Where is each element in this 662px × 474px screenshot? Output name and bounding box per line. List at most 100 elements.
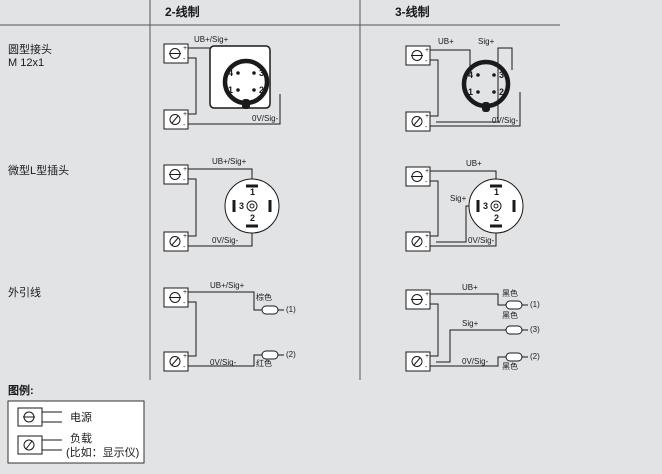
pin-4-label: 4: [228, 68, 234, 78]
pin-2-label: 2: [499, 87, 505, 97]
wire-end-1: [261, 305, 284, 315]
label-0v-sig: 0V/Sig-: [468, 236, 495, 245]
wire-end-2: [505, 352, 528, 362]
legend-load-icon: [17, 435, 62, 455]
power-source-icon: [405, 45, 431, 66]
label-ub-sig: UB+/Sig+: [194, 35, 229, 44]
pin-2-label: 2: [494, 213, 500, 223]
load-display-icon: [163, 351, 189, 372]
label-minus: -: [183, 300, 186, 307]
pin-3-label: 3: [239, 201, 245, 211]
label-minus: -: [183, 244, 186, 251]
m12-connector-ring: [461, 59, 511, 109]
wire-color-brown: 棕色: [256, 293, 272, 302]
legend-power-label: 电源: [70, 412, 92, 424]
power-source-icon: [163, 164, 189, 185]
label-plus: +: [425, 47, 430, 54]
label-minus: -: [183, 364, 186, 371]
pin-1-label: 1: [228, 85, 234, 95]
label-plus: +: [183, 111, 188, 118]
row-label-m12: M 12x1: [8, 57, 45, 69]
cable-3wire: [405, 289, 528, 372]
pin-1-label: 1: [250, 187, 256, 197]
wire-number-1: (1): [286, 305, 296, 314]
label-0v-sig: 0V/Sig-: [492, 116, 519, 125]
wire-color-black: 黑色: [502, 311, 518, 320]
load-display-icon: [405, 111, 431, 132]
pin-4-label: 4: [468, 70, 474, 80]
micro-l-2wire: [163, 164, 280, 252]
legend-title: 图例:: [8, 385, 34, 397]
pin-3-label: 3: [259, 68, 265, 78]
wire-number-2: (2): [530, 352, 540, 361]
label-plus: +: [183, 45, 188, 52]
cable-2wire: [163, 287, 284, 372]
label-0v-sig: 0V/Sig-: [252, 114, 279, 123]
power-source-icon: [405, 166, 431, 187]
connector-key: [242, 99, 250, 109]
row-label-round-connector: 圆型接头: [8, 44, 52, 56]
round-3wire: [405, 45, 521, 132]
label-plus: +: [425, 168, 430, 175]
micro-connector-face: [224, 178, 280, 234]
header-2-wire: 2-线制: [165, 5, 200, 19]
wire-number-2: (2): [286, 350, 296, 359]
label-minus: -: [183, 56, 186, 63]
header-3-wire: 3-线制: [395, 5, 430, 19]
wire-number-1: (1): [530, 300, 540, 309]
label-sig: Sig+: [462, 319, 479, 328]
label-plus: +: [425, 291, 430, 298]
label-plus: +: [425, 353, 430, 360]
label-minus: -: [425, 124, 428, 131]
label-sig: Sig+: [478, 37, 495, 46]
pin-3-label: 3: [499, 70, 505, 80]
label-ub: UB+: [438, 37, 454, 46]
label-0v-sig: 0V/Sig-: [462, 357, 489, 366]
micro-l-3wire: [405, 166, 524, 252]
label-minus: -: [425, 58, 428, 65]
wires: [430, 293, 506, 367]
label-ub: UB+: [466, 159, 482, 168]
label-0v-sig: 0V/Sig-: [210, 358, 237, 367]
label-minus: -: [425, 244, 428, 251]
connector-key: [482, 102, 490, 112]
wire-number-3: (3): [530, 325, 540, 334]
wires: [188, 291, 262, 367]
legend-power-icon: [17, 407, 62, 427]
pin-1-label: 1: [468, 87, 474, 97]
row-label-micro-l-connector: 微型L型插头: [8, 165, 70, 177]
label-sig: Sig+: [450, 194, 467, 203]
pin-3-label: 3: [483, 201, 489, 211]
legend-load-note: (比如：显示仪): [66, 447, 140, 459]
legend-graphics: [7, 400, 145, 464]
wire-end-1: [505, 300, 528, 310]
pin-2-label: 2: [259, 85, 265, 95]
power-source-icon: [163, 287, 189, 308]
label-ub-sig: UB+/Sig+: [210, 281, 245, 290]
load-display-icon: [163, 109, 189, 130]
legend-load-label: 负载: [70, 433, 92, 445]
label-ub: UB+: [462, 283, 478, 292]
label-plus: +: [183, 166, 188, 173]
label-plus: +: [183, 289, 188, 296]
power-source-icon: [405, 289, 431, 310]
label-ub-sig: UB+/Sig+: [212, 157, 247, 166]
label-minus: -: [425, 302, 428, 309]
label-plus: +: [425, 233, 430, 240]
pin-2-label: 2: [250, 213, 256, 223]
load-display-icon: [163, 231, 189, 252]
load-display-icon: [405, 231, 431, 252]
wire-end-3: [505, 325, 528, 335]
label-minus: -: [425, 179, 428, 186]
wires: [430, 47, 521, 127]
wire-color-black: 黑色: [502, 362, 518, 371]
pin-1-label: 1: [494, 187, 500, 197]
micro-connector-face: [468, 178, 524, 234]
label-minus: -: [425, 364, 428, 371]
power-source-icon: [163, 43, 189, 64]
label-plus: +: [183, 233, 188, 240]
round-2wire: [163, 43, 281, 130]
label-plus: +: [425, 113, 430, 120]
